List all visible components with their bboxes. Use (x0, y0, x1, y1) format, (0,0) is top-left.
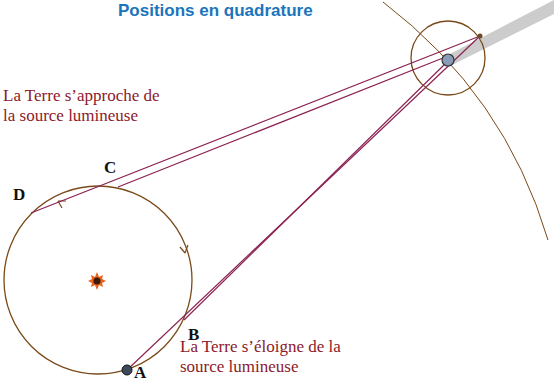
light-path (118, 58, 443, 187)
light-path (127, 36, 480, 370)
direction-mark (180, 245, 188, 253)
sun (88, 272, 106, 290)
earth-orbit (4, 186, 192, 374)
moon-orbit (411, 21, 485, 95)
earth (122, 365, 132, 375)
light-path (184, 63, 446, 320)
diagram-title: Positions en quadrature (118, 1, 313, 21)
jupiter (442, 54, 454, 66)
point-letter: C (104, 158, 116, 178)
point-letter: D (13, 185, 25, 205)
point-letter: A (134, 363, 146, 383)
annotation: La Terre s’éloigne de la source lumineus… (180, 337, 380, 376)
shadow-cone (446, 0, 554, 66)
jupiter-orbit (383, 2, 548, 240)
annotation: La Terre s’approche de la source lumineu… (3, 86, 175, 125)
moon (478, 34, 483, 39)
